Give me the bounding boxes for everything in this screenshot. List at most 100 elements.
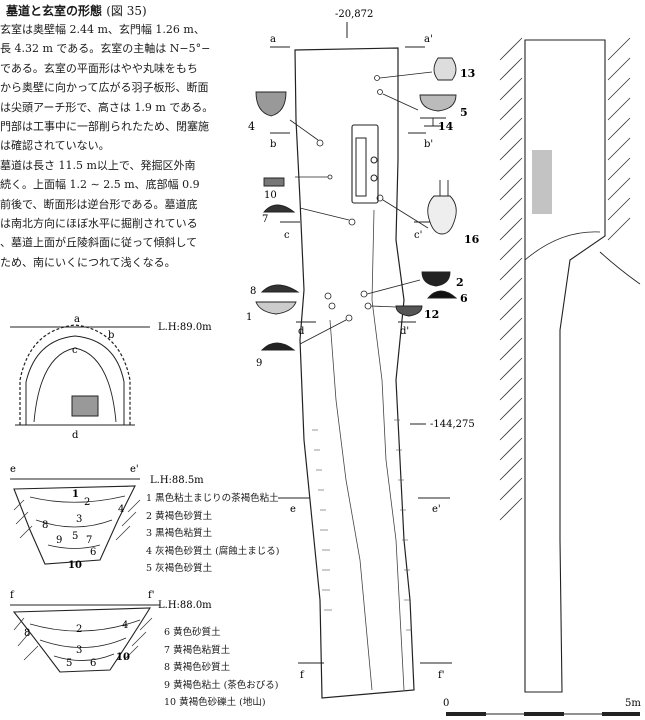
cs-a-mark-c: c	[72, 345, 78, 356]
text-block: 墓道と玄室の形態 (図 35) 玄室は奥壁幅 2.44 m、玄門幅 1.26 m…	[0, 2, 248, 272]
body-text-line: から奥壁に向かって広がる羽子板形、断面	[0, 81, 209, 95]
mark-f-prime: f'	[438, 670, 444, 681]
mark-c-prime: c'	[414, 230, 422, 241]
artifact-leaders	[289, 71, 433, 345]
scale-start: 0	[443, 698, 449, 709]
section-e-drawing: 1 2 3 4 8 9 5 7 6 10 e e' L.H:88.5m	[10, 464, 204, 571]
body-text-line: ため、南にいくにつれて浅くなる。	[0, 255, 176, 269]
paragraph-passage: 墓道は長さ 11.5 m以上で、発掘区外南続く。上面幅 1.2 ∼ 2.5 m、…	[0, 156, 248, 272]
section-lines	[270, 46, 452, 664]
section-f-drawing: 8 2 4 3 5 6 10 f f' L.H:88.0m	[10, 590, 212, 673]
cs-e-mark-e-prime: e'	[130, 464, 139, 475]
legend-f-item: 7 黄褐色粘質土	[164, 644, 231, 656]
body-text-line: 門部は工事中に一部削られたため、閉塞施	[0, 120, 209, 134]
mark-a: a	[270, 34, 276, 45]
legend-f-item: 6 黄色砂質土	[164, 627, 221, 638]
legend-e: 1 黒色粘土まじりの茶褐色粘土 2 黄褐色砂質土 3 黒褐色粘質土 4 灰褐色砂…	[146, 490, 280, 578]
artifact-label-2: 2	[456, 276, 464, 289]
cs-e-mark-e: e	[10, 464, 16, 475]
legend-e-item: 4 灰褐色砂質土 (腐蝕土まじる)	[146, 545, 280, 557]
mark-b: b	[270, 139, 276, 150]
mark-d: d	[298, 326, 305, 337]
coord-mid: -144,275	[430, 419, 475, 430]
layer-f-8: 8	[24, 628, 30, 639]
figure-reference: (図 35)	[106, 4, 147, 18]
legend-f-item: 9 黄褐色粘土 (茶色おびる)	[164, 679, 279, 691]
layer-e-3: 3	[76, 514, 82, 525]
body-text-line: 、墓道上面が丘陵斜面に従って傾斜して	[0, 236, 198, 250]
scale-bar: 0 5m	[443, 698, 641, 716]
legend-f-item: 10 黄褐色砂礫土 (地山)	[164, 697, 266, 708]
cs-a-mark-a: a	[74, 314, 80, 325]
artifact-label-12: 12	[424, 308, 439, 321]
layer-f-10: 10	[116, 652, 130, 663]
layer-e-1: 1	[72, 489, 79, 500]
layer-f-5: 5	[66, 658, 72, 669]
artifact-label-6: 6	[460, 292, 468, 305]
artifact-label-7: 7	[262, 214, 268, 225]
chamber-inner	[351, 124, 379, 204]
floor-line-left	[329, 319, 373, 691]
mark-d-prime: d'	[400, 326, 409, 337]
artifact-label-9: 9	[256, 358, 262, 369]
legend-e-item: 5 灰褐色砂質土	[146, 563, 213, 574]
layer-e-8: 8	[42, 520, 48, 531]
cs-a-mark-d: d	[72, 430, 79, 441]
passage-hatching	[312, 419, 412, 631]
legend-e-item: 1 黒色粘土まじりの茶褐色粘土	[146, 493, 279, 504]
legend-f: 6 黄色砂質土 7 黄褐色粘質土 8 黄褐色砂質土 9 黄褐色粘土 (茶色おびる…	[164, 624, 279, 712]
artifact-label-10: 10	[264, 190, 277, 201]
scale-end: 5m	[625, 698, 641, 709]
artifact-label-5: 5	[460, 106, 468, 119]
cs-f-mark-f-prime: f'	[148, 590, 154, 601]
layer-e-9: 9	[56, 535, 62, 546]
body-text-line: は尖頭アーチ形で、高さは 1.9 m である。	[0, 100, 214, 114]
body-text-line: である。玄室の平面形はやや丸味をもち	[0, 61, 198, 75]
artifact-label-8: 8	[250, 286, 256, 297]
artifact-label-13: 13	[460, 67, 475, 80]
layer-e-6: 6	[90, 547, 96, 558]
mark-e: e	[290, 504, 296, 515]
legend-e-item: 3 黒褐色粘質土	[146, 528, 213, 539]
mark-e-prime: e'	[432, 504, 441, 515]
heading-title: 墓道と玄室の形態	[6, 4, 103, 18]
body-text-line: は南北方向にほぼ水平に掘削されている	[0, 217, 198, 231]
artifact-label-4: 4	[248, 120, 255, 133]
layer-e-5: 5	[72, 531, 78, 542]
layer-f-2: 2	[76, 624, 82, 635]
cs-a-mark-b: b	[108, 330, 114, 341]
cs-a-level: L.H:89.0m	[158, 322, 212, 333]
layer-e-7: 7	[86, 535, 92, 546]
body-text-line: 墓道は長さ 11.5 m以上で、発掘区外南	[0, 158, 196, 172]
mark-a-prime: a'	[424, 34, 433, 45]
artifact-label-1: 1	[246, 312, 252, 323]
passage-outline	[294, 47, 415, 699]
body-text-line: 長 4.32 m である。玄室の主軸は N−5°−	[0, 42, 211, 56]
paragraph-chamber: 玄室は奥壁幅 2.44 m、玄門幅 1.26 m、長 4.32 m である。玄室…	[0, 20, 248, 156]
layer-e-2: 2	[84, 497, 90, 508]
floor-line-right	[371, 209, 405, 691]
legend-e-item: 2 黄褐色砂質土	[146, 510, 213, 522]
layer-f-4: 4	[122, 620, 128, 631]
mark-f: f	[300, 670, 305, 681]
mark-c: c	[284, 230, 290, 241]
longitudinal-profile	[499, 37, 641, 693]
layer-f-3: 3	[76, 645, 82, 656]
pottery-sketches	[255, 57, 458, 351]
cs-e-level: L.H:88.5m	[150, 475, 204, 486]
coord-top: -20,872	[335, 9, 373, 20]
artifact-label-16: 16	[464, 233, 480, 246]
body-text-line: 玄室は奥壁幅 2.44 m、玄門幅 1.26 m、	[0, 23, 205, 36]
legend-f-item: 8 黄褐色砂質土	[164, 662, 231, 673]
chamber-cross-section: a b c d L.H:89.0m	[10, 314, 212, 441]
layer-e-10: 10	[68, 560, 82, 571]
body-text-line: は確認されていない。	[0, 139, 110, 153]
cs-f-level: L.H:88.0m	[158, 600, 212, 611]
cs-f-mark-f: f	[10, 590, 15, 601]
layer-e-4: 4	[118, 504, 124, 515]
body-text-line: 続く。上面幅 1.2 ∼ 2.5 m、底部幅 0.9	[0, 178, 200, 192]
section-heading: 墓道と玄室の形態 (図 35)	[6, 2, 248, 19]
mark-b-prime: b'	[424, 139, 433, 150]
layer-f-6: 6	[90, 658, 96, 669]
